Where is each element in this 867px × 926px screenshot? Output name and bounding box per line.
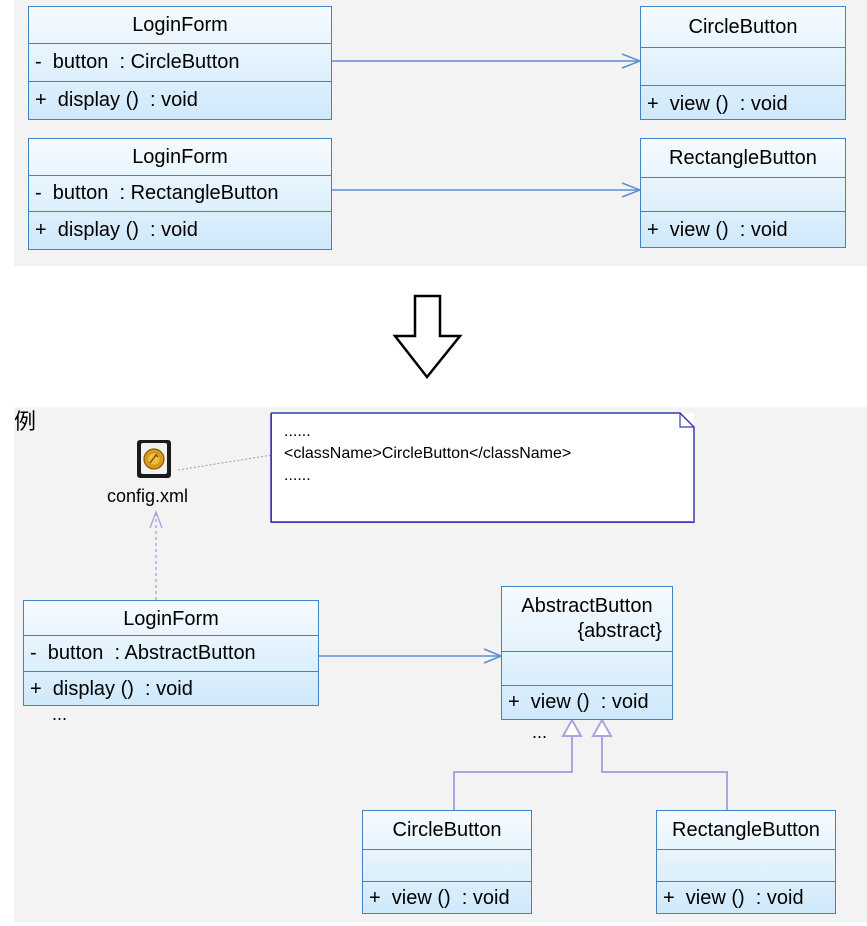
class-operation: + display () : void (35, 89, 198, 111)
corner-glyph: 例 (14, 410, 37, 435)
xml-file-icon[interactable] (134, 437, 174, 481)
class-name: LoginForm (132, 14, 228, 36)
config-note: ...... <className>CircleButton</classNam… (271, 413, 694, 523)
class-stereotype: {abstract} (577, 620, 662, 642)
class-loginform-rectangle[interactable]: LoginForm - button : RectangleButton + d… (28, 138, 332, 250)
config-file-label: config.xml (107, 486, 189, 506)
generalization-line-rectangle (601, 736, 728, 810)
generalization-arrowhead-rectangle (591, 717, 613, 737)
class-name: RectangleButton (669, 147, 817, 169)
class-operation: + view () : void (647, 93, 788, 115)
class-name: RectangleButton (672, 819, 820, 841)
class-loginform-circle[interactable]: LoginForm - button : CircleButton + disp… (28, 6, 332, 120)
class-rectanglebutton[interactable]: RectangleButton + view () : void (656, 810, 836, 914)
generalization-arrowhead-circle (561, 717, 583, 737)
loginform-ellipsis: ... (52, 704, 68, 724)
class-loginform[interactable]: LoginForm - button : AbstractButton + di… (23, 600, 319, 706)
generalization-line-circle (453, 736, 573, 810)
class-name: CircleButton (392, 819, 502, 841)
class-operation: + view () : void (369, 887, 510, 909)
class-name: AbstractButton (521, 595, 653, 617)
class-attribute: - button : RectangleButton (35, 182, 279, 204)
class-attribute: - button : AbstractButton (30, 642, 256, 664)
class-operation: + display () : void (35, 219, 198, 241)
dependency-arrowhead (149, 510, 163, 529)
class-name: LoginForm (123, 608, 219, 630)
note-anchor-line (177, 454, 273, 471)
class-operation: + display () : void (30, 678, 193, 700)
class-abstractbutton[interactable]: AbstractButton {abstract} + view () : vo… (501, 586, 673, 720)
class-name: CircleButton (688, 16, 798, 38)
class-circlebutton-top[interactable]: CircleButton + view () : void (640, 6, 846, 120)
class-rectanglebutton-top[interactable]: RectangleButton + view () : void (640, 138, 846, 248)
class-operation: + view () : void (647, 219, 788, 241)
note-line-3: ...... (284, 467, 311, 484)
transform-down-arrow (392, 294, 463, 380)
note-line-2: <className>CircleButton</className> (284, 445, 572, 462)
class-name: LoginForm (132, 146, 228, 168)
class-attribute: - button : CircleButton (35, 51, 240, 73)
note-border (270, 412, 695, 523)
class-operation: + view () : void (508, 691, 649, 713)
class-operation: + view () : void (663, 887, 804, 909)
note-line-1: ...... (284, 423, 311, 440)
abstract-ellipsis: ... (532, 722, 548, 742)
class-circlebutton[interactable]: CircleButton + view () : void (362, 810, 532, 914)
